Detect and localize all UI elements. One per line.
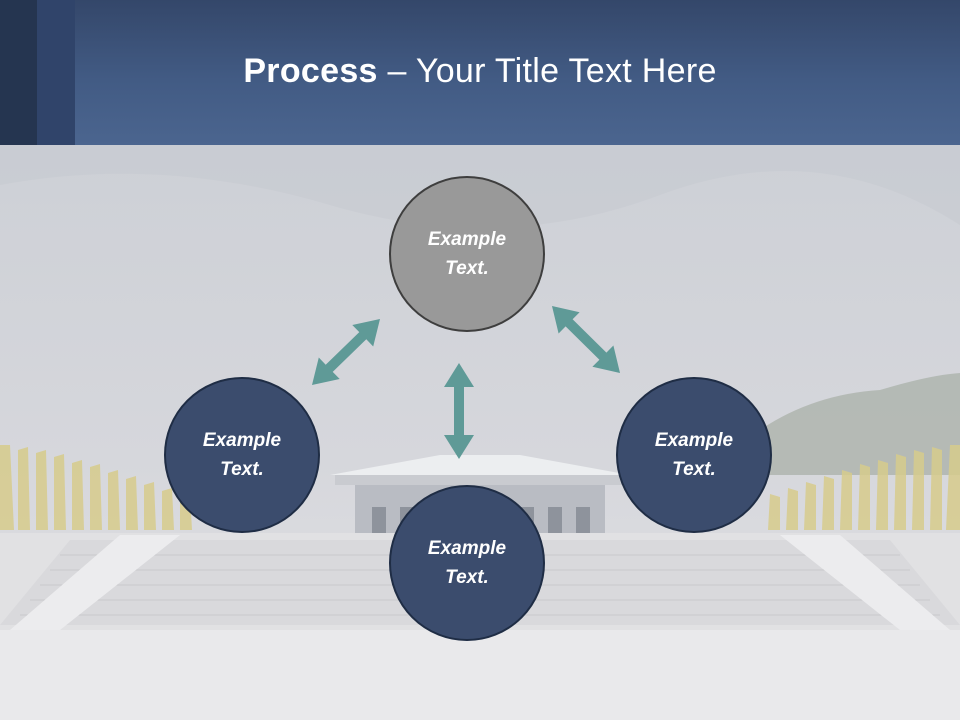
process-node-bottom-text: Example Text. xyxy=(427,538,507,588)
process-node-right: Example Text. xyxy=(616,377,772,533)
process-node-top: Example Text. xyxy=(389,176,545,332)
arrow-top-left xyxy=(312,319,380,385)
process-node-right-text: Example Text. xyxy=(654,430,734,480)
arrow-top-bottom xyxy=(444,363,474,459)
process-node-left: Example Text. xyxy=(164,377,320,533)
header-accent-strip-dark xyxy=(0,0,37,145)
title-rest: – Your Title Text Here xyxy=(377,52,717,90)
slide-title: Process – Your Title Text Here xyxy=(0,52,960,91)
process-node-bottom: Example Text. xyxy=(389,485,545,641)
process-node-left-text: Example Text. xyxy=(202,430,282,480)
arrow-top-right xyxy=(552,306,620,373)
process-node-top-text: Example Text. xyxy=(427,229,507,279)
title-bold: Process xyxy=(243,52,378,90)
header-accent-strip xyxy=(37,0,75,145)
header-bar: Process – Your Title Text Here xyxy=(0,0,960,145)
